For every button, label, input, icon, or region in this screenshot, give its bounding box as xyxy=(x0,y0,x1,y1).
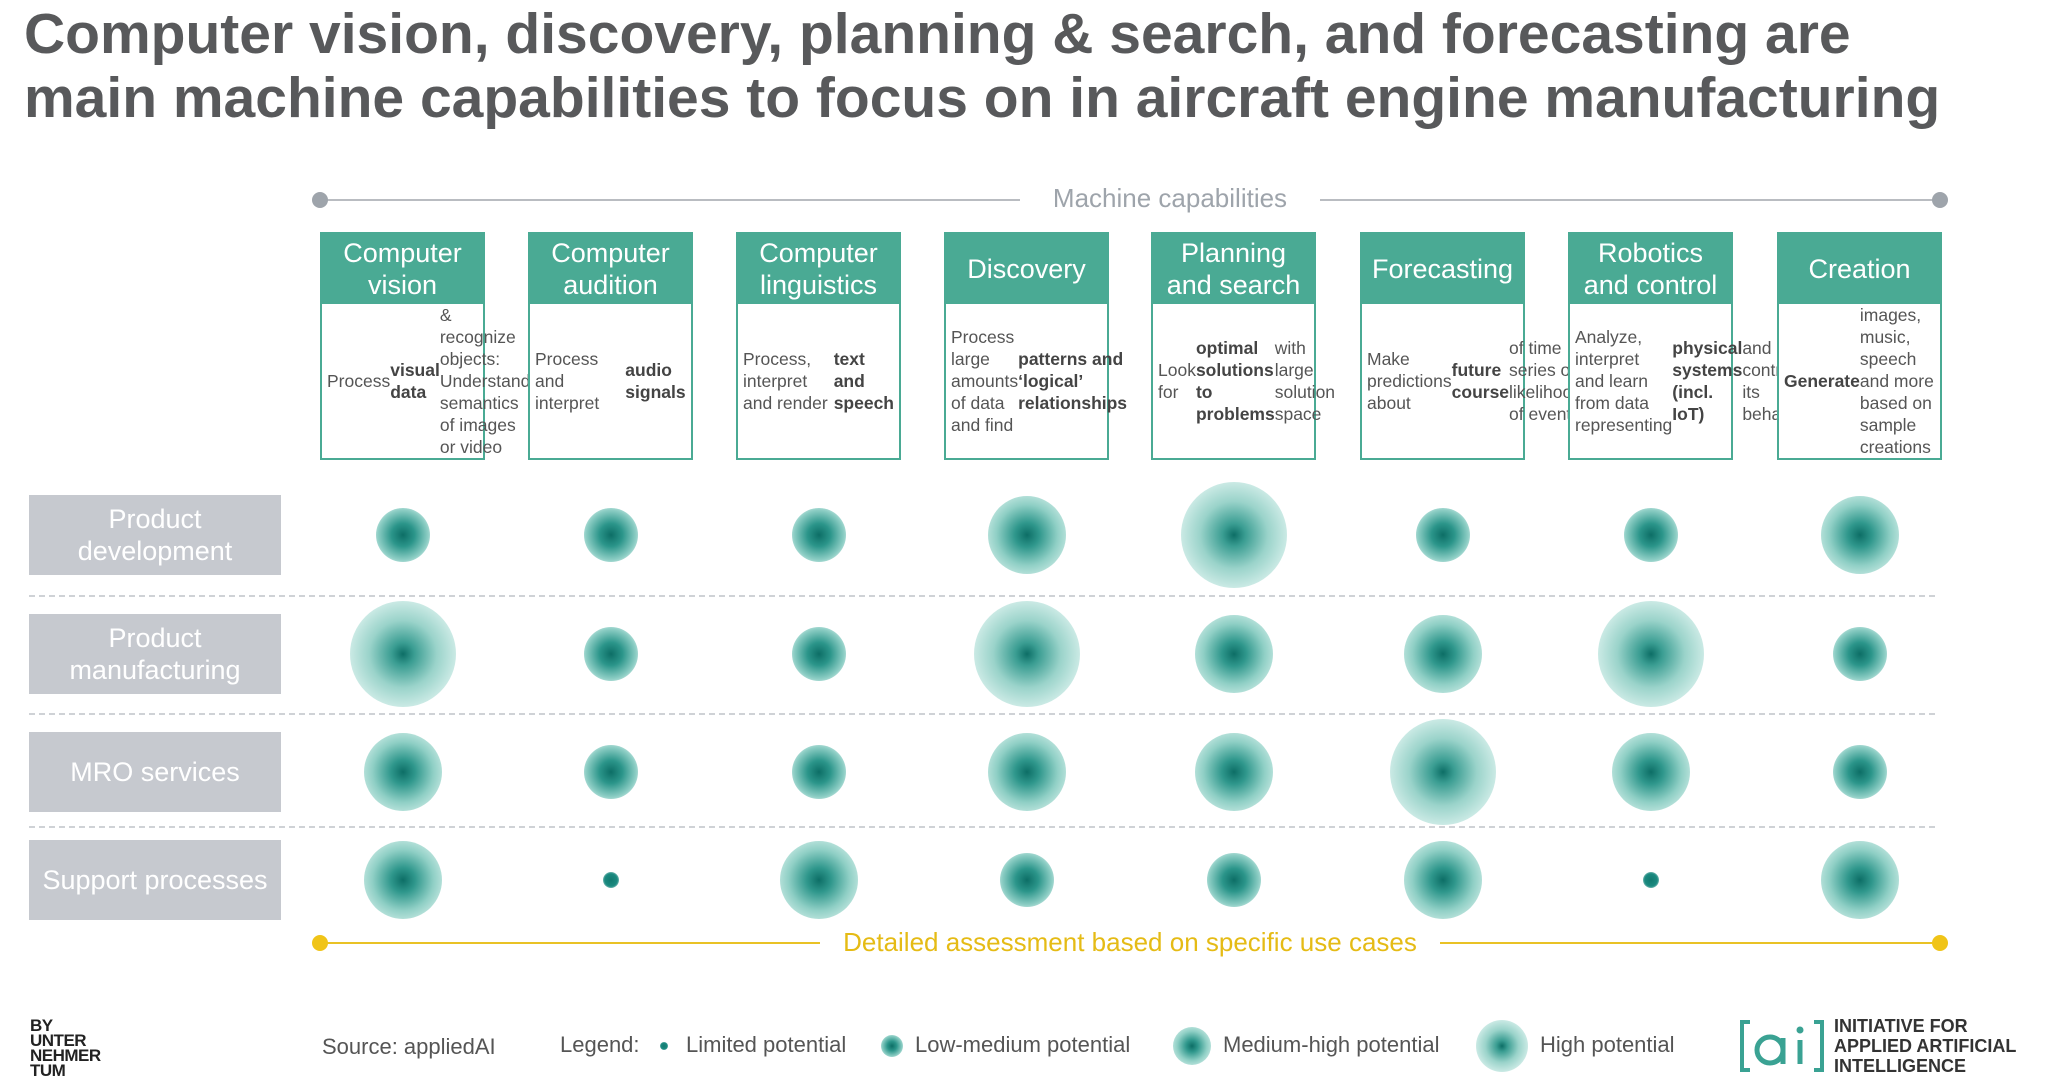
title-line-2: main machine capabilities to focus on in… xyxy=(24,66,1941,130)
capability-description: Make predictions about future course of … xyxy=(1367,338,1582,424)
capability-description: Process, interpret and render text and s… xyxy=(743,349,894,413)
potential-bubble-product-manufacturing-robotics-and-control xyxy=(1598,601,1704,707)
capabilities-header-label: Machine capabilities xyxy=(1020,182,1320,214)
row-separator xyxy=(29,826,1935,828)
potential-bubble-product-manufacturing-computer-linguistics xyxy=(792,627,846,681)
potential-bubble-mro-services-creation xyxy=(1833,745,1887,799)
potential-bubble-mro-services-discovery xyxy=(988,733,1066,811)
potential-bubble-product-manufacturing-creation xyxy=(1833,627,1887,681)
capability-description: Process large amounts of data and find p… xyxy=(951,327,1128,435)
assessment-rule-end-dot xyxy=(1932,935,1948,951)
row-separator xyxy=(29,595,1935,597)
capability-title: Computer vision xyxy=(322,234,483,304)
potential-bubble-support-processes-computer-linguistics xyxy=(780,841,858,919)
source-note: Source: appliedAI xyxy=(322,1034,496,1059)
potential-bubble-support-processes-computer-audition xyxy=(603,872,619,888)
potential-bubble-support-processes-computer-vision xyxy=(364,841,442,919)
legend-title: Legend: xyxy=(560,1032,640,1057)
assessment-rule-start-dot xyxy=(312,935,328,951)
row-label-mro-services: MRO services xyxy=(29,732,281,812)
capabilities-rule-start-dot xyxy=(312,192,328,208)
legend-bubble-limited-potential xyxy=(660,1042,668,1050)
capability-title: Planning and search xyxy=(1153,234,1314,304)
legend-label-high-potential: High potential xyxy=(1540,1032,1675,1057)
potential-bubble-product-development-computer-linguistics xyxy=(792,508,846,562)
potential-bubble-support-processes-creation xyxy=(1821,841,1899,919)
legend-label-medium-high-potential: Medium-high potential xyxy=(1223,1032,1440,1057)
potential-bubble-product-manufacturing-forecasting xyxy=(1404,615,1482,693)
capability-description: Process visual data & recognize objects:… xyxy=(327,305,621,457)
applied-ai-line-2: APPLIED ARTIFICIAL xyxy=(1834,1036,2017,1056)
potential-bubble-support-processes-planning-and-search xyxy=(1207,853,1261,907)
potential-bubble-mro-services-planning-and-search xyxy=(1195,733,1273,811)
title-line-1: Computer vision, discovery, planning & s… xyxy=(24,2,1851,66)
applied-ai-logo xyxy=(1740,1020,1824,1072)
potential-bubble-support-processes-robotics-and-control xyxy=(1643,872,1659,888)
slide-title: Computer vision, discovery, planning & s… xyxy=(24,2,2034,130)
capability-title: Computer linguistics xyxy=(738,234,899,304)
potential-bubble-mro-services-robotics-and-control xyxy=(1612,733,1690,811)
potential-bubble-product-manufacturing-computer-vision xyxy=(350,601,456,707)
potential-bubble-product-manufacturing-computer-audition xyxy=(584,627,638,681)
potential-bubble-mro-services-computer-audition xyxy=(584,745,638,799)
legend-bubble-high-potential xyxy=(1476,1020,1528,1072)
potential-bubble-product-development-computer-vision xyxy=(376,508,430,562)
capability-title: Creation xyxy=(1779,234,1940,304)
assessment-label: Detailed assessment based on specific us… xyxy=(820,926,1440,958)
potential-bubble-support-processes-discovery xyxy=(1000,853,1054,907)
capabilities-rule-end-dot xyxy=(1932,192,1948,208)
potential-bubble-support-processes-forecasting xyxy=(1404,841,1482,919)
potential-bubble-product-development-planning-and-search xyxy=(1181,482,1287,588)
potential-bubble-product-development-creation xyxy=(1821,496,1899,574)
potential-bubble-product-development-robotics-and-control xyxy=(1624,508,1678,562)
capability-title: Discovery xyxy=(946,234,1107,304)
applied-ai-line-1: INITIATIVE FOR xyxy=(1834,1016,1968,1036)
legend-bubble-medium-high-potential xyxy=(1173,1027,1211,1065)
capability-title: Forecasting xyxy=(1362,234,1523,304)
capability-description: Analyze, interpret and learn from data r… xyxy=(1575,327,1810,435)
capability-title: Computer audition xyxy=(530,234,691,304)
row-separator xyxy=(29,713,1935,715)
legend-label-limited-potential: Limited potential xyxy=(686,1032,847,1057)
legend-label-low-medium-potential: Low-medium potential xyxy=(915,1032,1131,1057)
applied-ai-wordmark: INITIATIVE FOR APPLIED ARTIFICIAL INTELL… xyxy=(1834,1016,2016,1076)
row-label-product-development: Product development xyxy=(29,495,281,575)
potential-bubble-product-manufacturing-planning-and-search xyxy=(1195,615,1273,693)
potential-bubble-product-development-computer-audition xyxy=(584,508,638,562)
potential-bubble-product-manufacturing-discovery xyxy=(974,601,1080,707)
row-label-product-manufacturing: Product manufacturing xyxy=(29,614,281,694)
capability-title: Robotics and control xyxy=(1570,234,1731,304)
legend-bubble-low-medium-potential xyxy=(881,1035,903,1057)
applied-ai-line-3: INTELLIGENCE xyxy=(1834,1056,1967,1076)
potential-bubble-mro-services-computer-vision xyxy=(364,733,442,811)
potential-bubble-product-development-discovery xyxy=(988,496,1066,574)
capability-description: Generate images, music, speech and more … xyxy=(1784,305,1934,457)
potential-bubble-mro-services-computer-linguistics xyxy=(792,745,846,799)
potential-bubble-mro-services-forecasting xyxy=(1390,719,1496,825)
potential-bubble-product-development-forecasting xyxy=(1416,508,1470,562)
capability-description: Look for optimal solutions to problems w… xyxy=(1158,338,1336,424)
capability-description: Process and interpret audio signals xyxy=(535,349,686,413)
row-label-support-processes: Support processes xyxy=(29,840,281,920)
